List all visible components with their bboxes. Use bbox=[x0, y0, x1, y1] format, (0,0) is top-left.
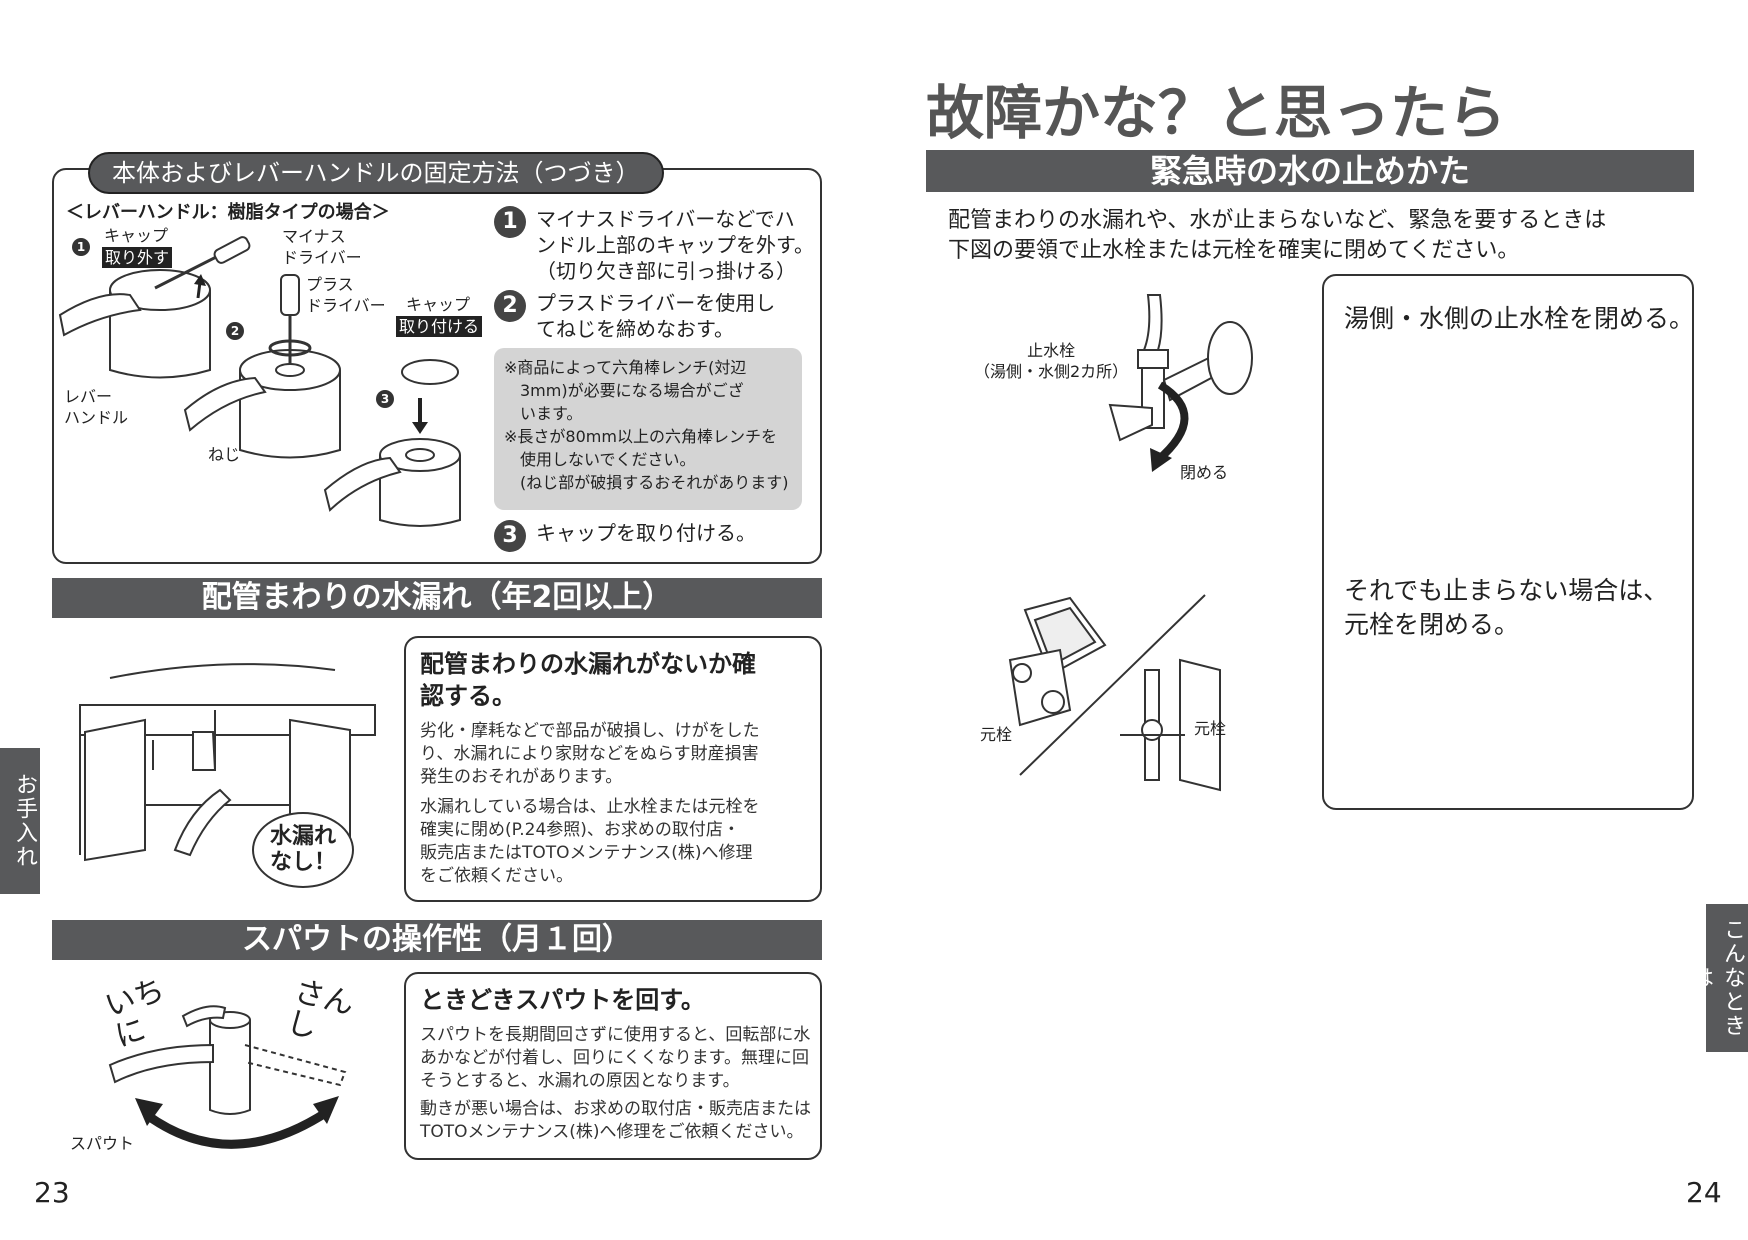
page-number-left: 23 bbox=[34, 1176, 70, 1209]
caution-note: ※商品によって六角棒レンチ(対辺 3mm)が必要になる場合がござ います。 ※長… bbox=[494, 348, 802, 510]
valve-label: 止水栓 （湯側・水側2カ所） bbox=[974, 341, 1129, 381]
remove-tag: 取り外す bbox=[102, 247, 173, 268]
step-3-text: キャップを取り付ける。 bbox=[536, 521, 756, 545]
spout-label: スパウト bbox=[70, 1134, 135, 1153]
leak-text-1: 劣化・摩耗などで部品が破損し、けがをした り、水漏れにより家財などをぬらす財産損… bbox=[420, 721, 760, 787]
spout-illustration bbox=[108, 1005, 347, 1149]
screw-label: ねじ bbox=[208, 445, 241, 464]
step-1-badge: 1 bbox=[494, 206, 526, 238]
valve-illustration bbox=[1108, 294, 1253, 472]
no-leak-bubble: 水漏れ なし！ bbox=[252, 812, 354, 888]
cap-label-1: キャップ bbox=[104, 226, 169, 245]
illus-num-2: 2 bbox=[226, 322, 244, 340]
leak-section-bar: 配管まわりの水漏れ（年2回以上） bbox=[52, 578, 822, 618]
spout-text-2: 動きが悪い場合は、お求めの取付店・販売店または TOTOメンテナンス(株)へ修理… bbox=[420, 1099, 811, 1142]
leak-text-2: 水漏れしている場合は、止水栓または元栓を 確実に閉め(P.24参照)、お求めの取… bbox=[420, 797, 760, 886]
main-valve-illustration bbox=[1008, 594, 1221, 792]
main-valve-label-1: 元栓 bbox=[980, 725, 1013, 744]
instruction-step-2: それでも止まらない場合は、 元栓を閉める。 bbox=[1344, 576, 1669, 639]
leak-heading: 配管まわりの水漏れがないか確 認する。 bbox=[420, 650, 756, 710]
close-label: 閉める bbox=[1180, 463, 1229, 482]
spout-section-bar: スパウトの操作性（月１回） bbox=[52, 920, 822, 960]
page-title: 故障かな？と思ったら bbox=[926, 79, 1507, 147]
minus-driver-label: マイナス ドライバー bbox=[282, 227, 362, 267]
step-3-badge: 3 bbox=[494, 520, 526, 552]
spout-text-1: スパウトを長期間回さずに使用すると、回転部に水 あかなどが付着し、回りにくくなり… bbox=[420, 1025, 811, 1091]
illus-num-1: 1 bbox=[72, 238, 90, 256]
attach-tag: 取り付ける bbox=[396, 316, 483, 337]
emergency-section-bar: 緊急時の水の止めかた bbox=[926, 150, 1694, 192]
emergency-intro: 配管まわりの水漏れや、水が止まらないなど、緊急を要するときは 下図の要領で止水栓… bbox=[948, 208, 1607, 263]
step-2-badge: 2 bbox=[494, 290, 526, 322]
instruction-box bbox=[1322, 274, 1694, 810]
side-tab-care: お手入れ bbox=[0, 748, 40, 894]
cap-label-2: キャップ bbox=[406, 295, 471, 314]
step-1-text: マイナスドライバーなどでハ ンドル上部のキャップを外す。 （切り欠き部に引っ掛け… bbox=[536, 207, 814, 283]
lever-handle-label: レバー ハンドル bbox=[64, 387, 129, 427]
page-number-right: 24 bbox=[1686, 1176, 1722, 1209]
plus-driver-label: プラス ドライバー bbox=[306, 275, 386, 315]
spout-box bbox=[404, 972, 822, 1160]
fixing-title: 本体およびレバーハンドルの固定方法（つづき） bbox=[88, 152, 664, 194]
spout-heading: ときどきスパウトを回す。 bbox=[420, 986, 705, 1014]
side-tab-trouble: こんなときは bbox=[1688, 904, 1748, 1052]
instruction-step-1: 湯側・水側の止水栓を閉める。 bbox=[1344, 304, 1695, 333]
leak-box bbox=[404, 636, 822, 902]
lever-handle-illustration bbox=[58, 236, 461, 527]
step-2-text: プラスドライバーを使用し てねじを締めなおす。 bbox=[536, 291, 776, 341]
illus-num-3: 3 bbox=[376, 390, 394, 408]
fixing-subtitle: ＜レバーハンドル：樹脂タイプの場合＞ bbox=[66, 202, 390, 223]
main-valve-label-2: 元栓 bbox=[1194, 719, 1227, 738]
